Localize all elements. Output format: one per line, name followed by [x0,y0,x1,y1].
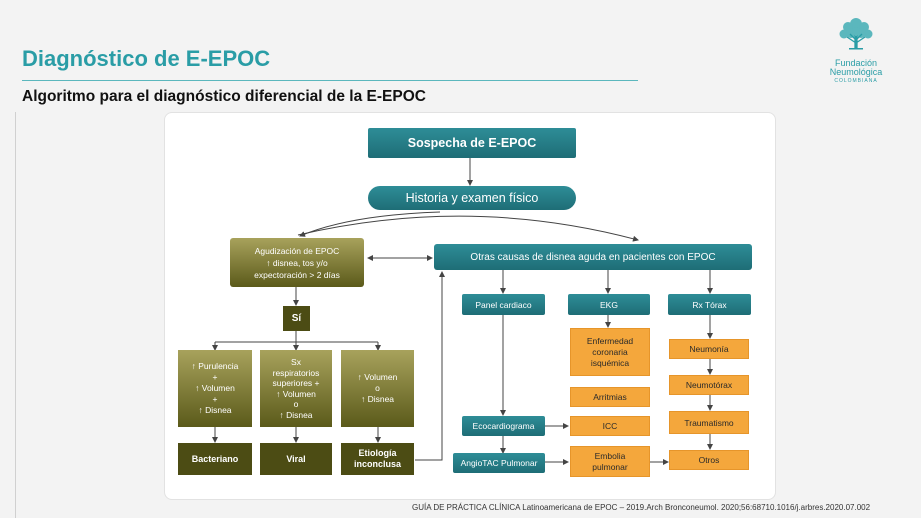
criteria-box-viral: Sx respiratorios superiores + ↑ Volumen … [260,350,332,427]
neumotorax-box: Neumotórax [669,375,749,395]
criteria-line: ↑ Volumen [276,388,316,399]
traumatismo-box: Traumatismo [669,411,749,434]
rx-torax-box: Rx Tórax [668,294,751,315]
other-causes-box: Otras causas de disnea aguda en paciente… [434,244,752,270]
exacerbation-line-1: Agudización de EPOC [254,245,340,256]
panel-cardiaco-box: Panel cardiaco [462,294,545,315]
criteria-line: ↑ Volumen [195,383,235,393]
criteria-line: superiores + [272,378,320,388]
embolia-box: Embolia pulmonar [570,446,650,477]
embolia-line-2: pulmonar [592,461,628,472]
slide-title: Diagnóstico de E-EPOC [22,46,271,71]
result-inconclusive-line-2: inconclusa [353,459,401,469]
neumonia-box: Neumonía [669,339,749,359]
history-box: Historia y examen físico [368,186,576,210]
exacerbation-line-3: expectoración > 2 días [254,269,340,280]
criteria-line: ↑ Disnea [360,394,395,404]
otros-box: Otros [669,450,749,470]
title-divider [22,80,638,81]
criteria-box-inconclusive: ↑ Volumen o ↑ Disnea [341,350,414,427]
criteria-line: ↑ Purulencia [191,361,239,371]
exacerbation-box: Agudización de EPOC ↑ disnea, tos y/o ex… [230,238,364,287]
logo-line-2: Neumológica [829,67,883,77]
criteria-line: ↑ Disnea [198,405,232,415]
angiotac-box: AngioTAC Pulmonar [453,453,545,473]
result-inconclusive-line-1: Etiología [358,448,397,458]
coronary-line-1: Enfermedad [586,335,634,346]
ekg-box: EKG [568,294,650,315]
criteria-line: respiratorios [272,367,320,378]
tree-logo-icon [839,18,873,50]
icc-box: ICC [570,416,650,436]
coronary-line-3: isquémica [590,357,630,368]
criteria-line: Sx [291,357,301,367]
slide-subtitle: Algoritmo para el diagnóstico diferencia… [22,88,426,105]
logo: Fundación Neumológica COLOMBIANA [812,14,900,84]
ecocardiograma-box: Ecocardiograma [462,416,545,436]
coronary-line-2: coronaria [592,346,628,357]
left-rule [15,112,16,518]
criteria-line: + [212,394,218,404]
criteria-line: ↑ Volumen [357,372,398,382]
result-viral: Viral [260,443,332,475]
criteria-line: ↑ Disnea [279,409,313,420]
result-bacterial: Bacteriano [178,443,252,475]
logo-line-3: COLOMBIANA [834,78,878,84]
exacerbation-line-2: ↑ disnea, tos y/o [266,257,328,268]
citation-caption: GUÍA DE PRÁCTICA CLÍNICA Latinoamericana… [412,503,871,512]
arritmias-box: Arritmias [570,387,650,407]
criteria-line: o [293,399,299,409]
yes-box: Sí [283,306,310,331]
criteria-box-bacterial: ↑ Purulencia + ↑ Volumen + ↑ Disnea [178,350,252,427]
suspicion-box: Sospecha de E-EPOC [368,128,576,158]
criteria-line: + [212,372,218,382]
embolia-line-1: Embolia [594,450,626,461]
criteria-line: o [375,383,380,393]
result-inconclusive: Etiología inconclusa [341,443,414,475]
logo-line-1: Fundación [834,58,878,68]
coronary-disease-box: Enfermedad coronaria isquémica [570,328,650,376]
